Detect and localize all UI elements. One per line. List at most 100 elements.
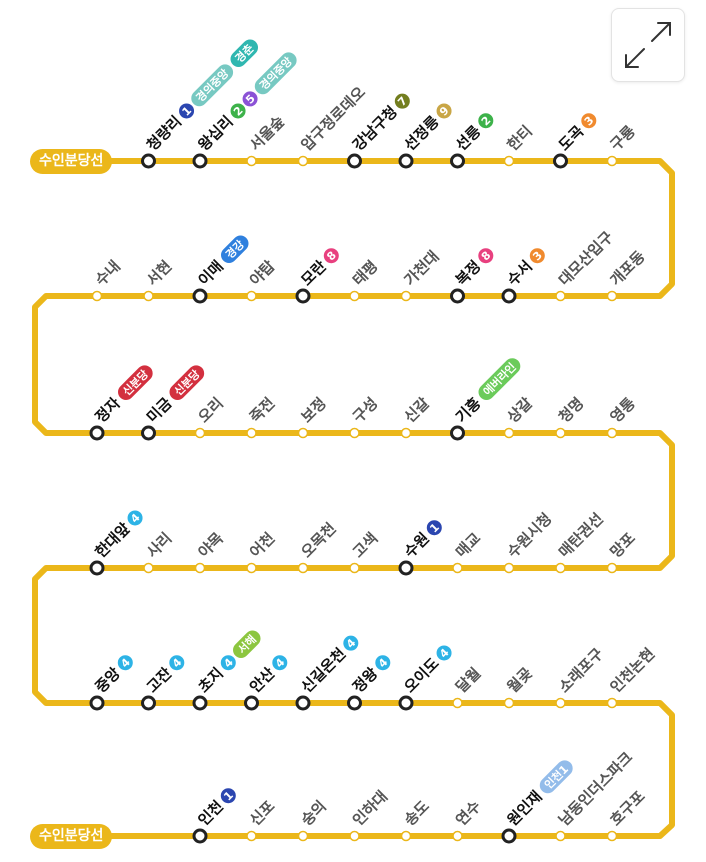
- station-marker: [452, 697, 463, 709]
- station-name: 영통: [607, 394, 639, 426]
- station-name: 정왕: [349, 664, 381, 696]
- station-name: 숭의: [298, 797, 330, 829]
- station-label: 태평: [349, 257, 381, 289]
- station-매탄권선[interactable]: 매탄권선: [555, 510, 607, 574]
- station-marker: [555, 830, 566, 842]
- station-label: 오리: [195, 394, 227, 426]
- station-label: 달월: [452, 664, 484, 696]
- station-marker: [606, 290, 618, 302]
- station-name: 사리: [143, 529, 175, 561]
- station-marker: [349, 290, 360, 302]
- line-track: [32, 158, 675, 839]
- station-name: 연수: [452, 797, 484, 829]
- line-badge-label: 에버라인: [480, 360, 519, 399]
- station-name: 망포: [607, 529, 639, 561]
- station-개포동[interactable]: 개포동: [606, 247, 649, 302]
- station-수원시청[interactable]: 수원시청: [504, 510, 556, 574]
- station-label: 개포동: [607, 247, 649, 289]
- transfer-station-marker: [347, 695, 362, 711]
- station-압구정로데오[interactable]: 압구정로데오: [298, 83, 369, 167]
- station-호구포[interactable]: 호구포: [606, 787, 649, 842]
- station-name: 오리: [195, 394, 227, 426]
- station-label: 도곡3: [555, 113, 596, 154]
- station-marker: [297, 562, 309, 574]
- line-4-badge: [169, 655, 185, 671]
- station-label: 대모산입구: [555, 228, 617, 290]
- station-name: 이매: [195, 257, 227, 289]
- line-4-badge: [375, 655, 391, 671]
- station-소래포구[interactable]: 소래포구: [555, 644, 607, 709]
- station-name: 월곶: [504, 664, 536, 696]
- station-marker: [606, 830, 618, 842]
- line-9-badge: [436, 103, 452, 119]
- line-4-badge: [117, 655, 133, 671]
- line-badge-label: 경의중앙: [256, 54, 295, 93]
- station-name: 수서: [504, 257, 536, 289]
- station-marker: [555, 427, 566, 439]
- station-name: 수내: [92, 257, 124, 289]
- station-name: 복정: [452, 257, 484, 289]
- station-marker: [194, 562, 206, 574]
- station-대모산입구[interactable]: 대모산입구: [555, 228, 617, 302]
- station-marker: [143, 290, 154, 302]
- station-name: 고색: [349, 529, 381, 561]
- station-marker: [349, 562, 360, 574]
- transfer-station-marker: [501, 288, 517, 304]
- station-label: 야목: [195, 529, 227, 561]
- station-label: 수원1: [401, 520, 442, 561]
- station-marker: [606, 697, 618, 709]
- station-name: 신갈: [401, 394, 433, 426]
- transfer-station-marker: [295, 695, 311, 711]
- transfer-station-marker: [244, 695, 259, 711]
- station-name: 오이도: [401, 654, 443, 696]
- line-name-badge-bottom: 수인분당선: [30, 824, 113, 849]
- transfer-station-marker: [501, 828, 517, 844]
- station-label: 어천: [246, 529, 278, 561]
- station-label: 서현: [143, 257, 175, 289]
- line-서해-badge: [233, 630, 261, 658]
- station-marker: [400, 830, 412, 842]
- transfer-station-marker: [450, 425, 465, 441]
- line-4-badge: [343, 635, 359, 651]
- station-label: 영통: [607, 394, 639, 426]
- station-name: 강남구청: [349, 103, 401, 155]
- station-인하대[interactable]: 인하대: [349, 787, 391, 842]
- station-label: 신포: [246, 797, 278, 829]
- transfer-station-marker: [192, 288, 208, 304]
- station-가천대[interactable]: 가천대: [401, 247, 443, 302]
- station-name: 어천: [246, 529, 278, 561]
- station-label: 상갈: [504, 394, 536, 426]
- station-name: 태평: [349, 257, 381, 289]
- station-인천논현[interactable]: 인천논현: [606, 645, 659, 709]
- station-marker: [143, 562, 154, 574]
- line-인천1-badge: [539, 760, 573, 794]
- transfer-station-marker: [347, 153, 362, 169]
- station-name: 매교: [452, 529, 484, 561]
- station-marker: [606, 155, 618, 167]
- transfer-station-marker: [450, 288, 465, 304]
- station-name: 인천: [195, 797, 227, 829]
- station-label: 구룡: [607, 122, 639, 154]
- line-1-badge: [220, 788, 236, 804]
- station-label: 고잔4: [143, 655, 185, 696]
- station-marker: [246, 290, 257, 302]
- station-label: 인하대: [349, 787, 391, 829]
- station-오목천[interactable]: 오목천: [297, 519, 340, 574]
- station-name: 한티: [504, 122, 536, 154]
- station-서울숲[interactable]: 서울숲: [246, 112, 288, 167]
- station-name: 도곡: [555, 122, 587, 154]
- expand-button[interactable]: [611, 8, 685, 82]
- line-1-badge: [426, 520, 442, 536]
- transfer-station-marker: [192, 828, 208, 844]
